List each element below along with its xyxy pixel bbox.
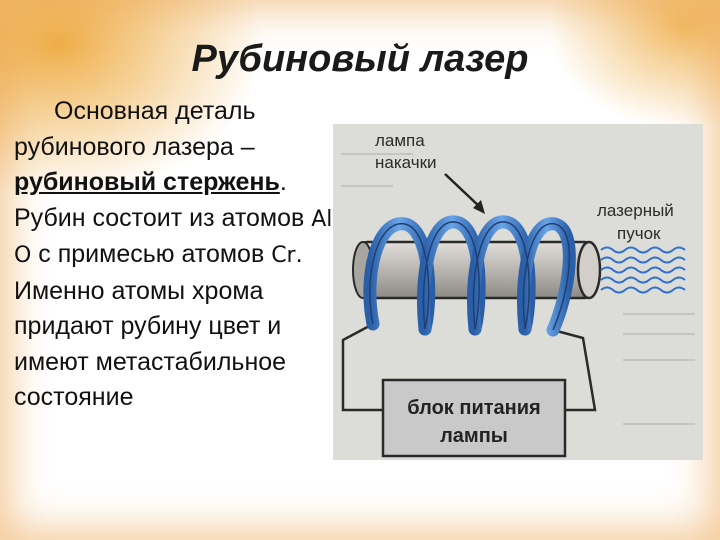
body-paragraph: Основная деталь рубинового лазера – руби…: [14, 94, 354, 416]
paragraph-part-5: . Именно атомы хрома придают рубину цвет…: [14, 240, 303, 411]
beam-label-line-1: лазерный: [597, 201, 674, 220]
lamp-label-line-1: лампа: [375, 131, 425, 150]
paragraph-part-2: . Рубин состоит из атомов: [14, 168, 312, 232]
paragraph-part-4: с примесью атомов: [31, 240, 272, 268]
power-label-line-2: лампы: [440, 425, 508, 447]
beam-label-line-2: пучок: [617, 224, 661, 243]
element-o: O: [14, 243, 32, 268]
lamp-label-line-2: накачки: [375, 153, 437, 172]
laser-beam-icon: [600, 246, 686, 294]
background-print-lines: [341, 153, 695, 425]
element-cr: Cr: [271, 243, 296, 268]
slide-title: Рубиновый лазер: [191, 38, 529, 80]
coil-outline: [369, 221, 571, 331]
lamp-pointer-arrow: [444, 173, 485, 214]
power-supply-block: блок питания лампы: [381, 378, 567, 458]
power-wires: [341, 322, 597, 412]
element-al: Al: [311, 206, 333, 232]
laser-diagram-svg: лампа накачки лазерный пучок блок питани…: [341, 131, 695, 458]
laser-diagram-figure: лампа накачки лазерный пучок блок питани…: [333, 124, 703, 460]
paragraph-part-1: Основная деталь рубинового лазера –: [14, 97, 256, 161]
power-label-line-1: блок питания: [407, 397, 540, 419]
paragraph-emphasis: рубиновый стержень: [14, 168, 280, 196]
